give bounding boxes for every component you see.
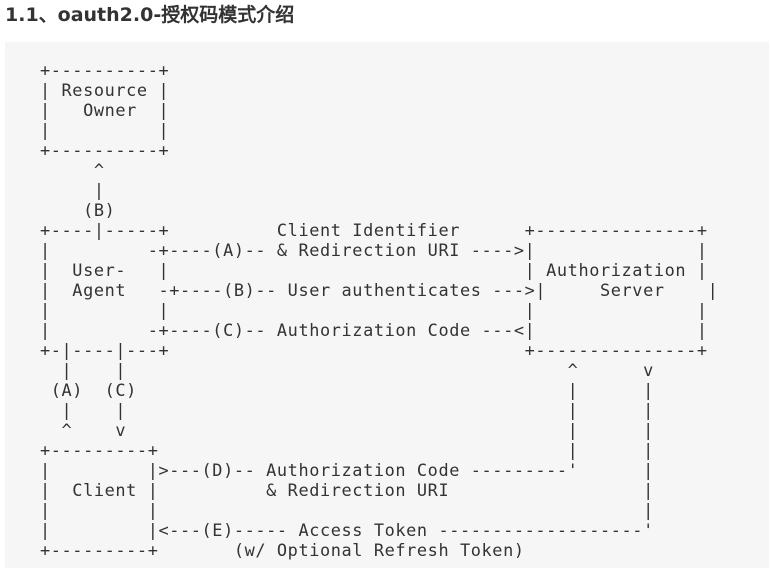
diagram-line: +---------+ (w/ Optional Refresh Token) <box>40 540 525 560</box>
diagram-line: | | | | <box>40 400 654 420</box>
diagram-line: | User- | | Authorization | <box>40 260 708 280</box>
diagram-line: ^ v | | <box>40 420 654 440</box>
diagram-line: | <box>40 180 105 200</box>
diagram-line: | Client | & Redirection URI | <box>40 480 654 500</box>
diagram-line: +----|-----+ Client Identifier +--------… <box>40 220 708 240</box>
diagram-line: | Agent -+----(B)-- User authenticates -… <box>40 280 719 300</box>
diagram-line: | -+----(C)-- Authorization Code ---<| | <box>40 320 708 340</box>
code-block: +----------+ | Resource | | Owner | | | … <box>5 42 769 568</box>
diagram-line: | | <box>40 120 170 140</box>
diagram-line: (B) <box>40 200 116 220</box>
diagram-line: | |<---(E)----- Access Token -----------… <box>40 520 654 540</box>
diagram-line: | | | <box>40 500 654 520</box>
diagram-line: | -+----(A)-- & Redirection URI ---->| | <box>40 240 708 260</box>
diagram-line: +---------+ | | <box>40 440 654 460</box>
diagram-line: | Resource | <box>40 80 170 100</box>
diagram-line: +----------+ <box>40 140 170 160</box>
diagram-line: +----------+ <box>40 60 170 80</box>
diagram-line: | Owner | <box>40 100 170 120</box>
section-heading: 1.1、oauth2.0-授权码模式介绍 <box>5 4 295 26</box>
diagram-line: ^ <box>40 160 105 180</box>
diagram-line: | | ^ v <box>40 360 654 380</box>
oauth-authorization-code-flow-diagram: +----------+ | Resource | | Owner | | | … <box>40 60 718 560</box>
diagram-line: | | | | <box>40 300 708 320</box>
diagram-line: (A) (C) | | <box>40 380 654 400</box>
diagram-line: | |>---(D)-- Authorization Code --------… <box>40 460 654 480</box>
diagram-line: +-|----|---+ +---------------+ <box>40 340 708 360</box>
